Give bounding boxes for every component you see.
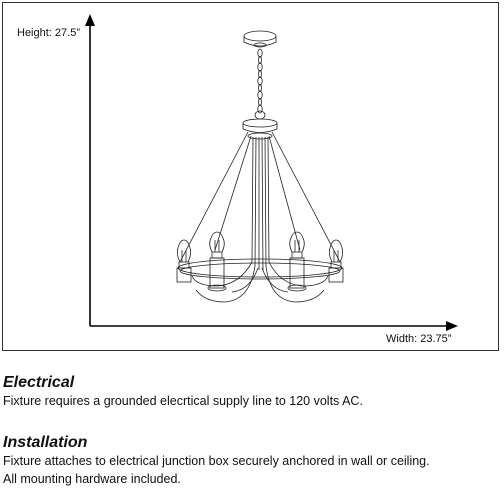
installation-heading: Installation [3,434,88,451]
crown [242,110,278,140]
electrical-heading: Electrical [3,374,75,391]
chandelier-drawing [176,30,344,303]
installation-section: Installation Fixture attaches to electri… [3,434,430,488]
ceiling-canopy [243,30,277,48]
center-stems [251,136,270,271]
bulb-left-inner [207,231,227,292]
bulb-left-outer [176,239,192,283]
bulb-right-outer [328,239,344,283]
width-dimension-label: Width: 23.75” [386,333,452,345]
installation-text-line-1: Fixture attaches to electrical junction … [3,454,430,468]
dimension-diagram-frame [2,2,499,351]
height-dimension-label: Height: 27.5” [17,27,80,39]
chain [257,48,263,114]
height-axis [85,14,95,326]
curved-arms [191,261,329,303]
support-wires [179,131,341,263]
electrical-section: Electrical Fixture requires a grounded e… [3,374,363,410]
ring [177,258,343,280]
bulb-right-inner [287,231,307,292]
electrical-text: Fixture requires a grounded elecrtical s… [3,394,363,408]
installation-text-line-2: All mounting hardware included. [3,472,181,486]
width-axis [90,321,458,331]
chandelier-dimension-diagram [85,14,458,331]
